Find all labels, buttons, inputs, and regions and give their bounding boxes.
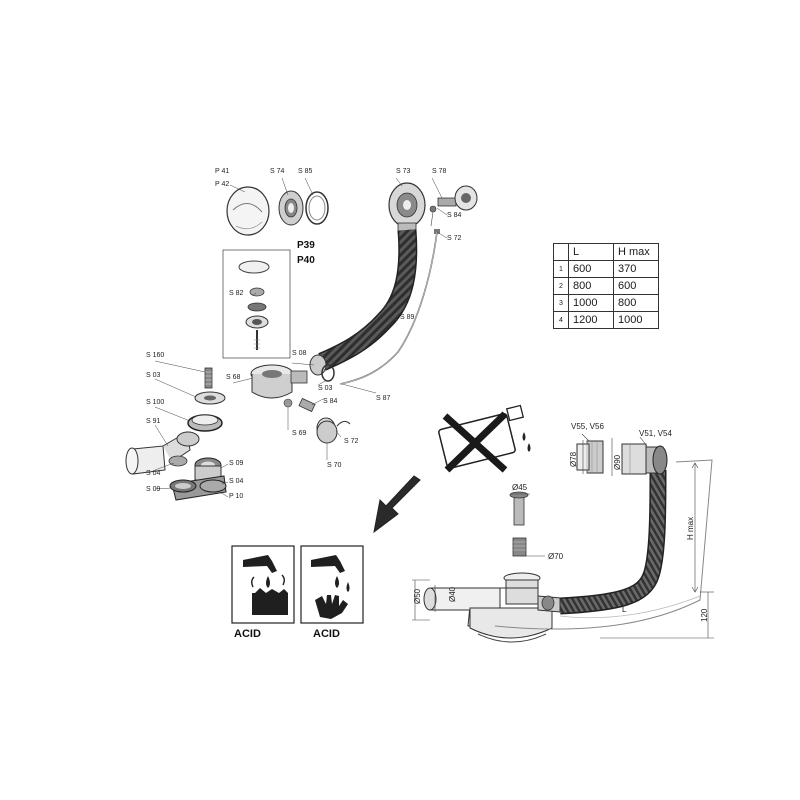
table-header-cell: H max [613,243,659,261]
plug-assembly [238,260,270,350]
elbow-pipe-part [125,431,200,475]
label-s82: S 82 [229,290,244,297]
label-v55-v56: V55, V56 [571,422,604,431]
cable-connector-part [429,185,478,213]
table-header-cell: L [568,243,614,261]
label-s08: S 08 [292,350,307,357]
acid-surface-icon [243,555,288,615]
table-cell: 1000 [568,294,614,312]
label-s91: S 91 [146,418,161,425]
label-d40: Ø40 [448,586,457,602]
label-d50: Ø50 [413,588,422,604]
no-chemicals-icon [438,404,531,473]
label-s78: S 78 [432,168,447,175]
table-cell: 600 [613,277,659,295]
label-s84-top: S 84 [447,212,462,219]
label-120: 120 [700,608,709,622]
table-cell: 3 [553,294,569,312]
label-l: L [622,605,627,614]
table-row: 1 600 370 [553,260,659,278]
label-s73: S 73 [396,168,411,175]
overflow-head-part [388,182,426,234]
rosette-part [278,190,304,226]
dimension-lines [412,433,714,639]
label-d90: Ø90 [613,454,622,470]
installed-overflow-hose [559,469,667,615]
label-v51-v54: V51, V54 [639,429,672,438]
label-s72-mid: S 72 [344,438,359,445]
table-cell: 4 [553,311,569,329]
label-s84-mid: S 84 [323,398,338,405]
down-left-arrow-icon [373,475,421,534]
label-s85: S 85 [298,168,313,175]
label-p42: P 42 [215,181,230,188]
overflow-cap-part [226,186,270,236]
label-p41: P 41 [215,168,230,175]
installed-overflow-head [621,443,668,475]
siphon-trap-part [169,457,227,501]
installed-waste [423,491,561,643]
label-s04-right: S 04 [229,478,244,485]
label-s68: S 68 [226,374,241,381]
label-d78: Ø78 [569,451,578,467]
table-cell: 800 [613,294,659,312]
label-s09-right: S 09 [229,460,244,467]
label-s70: S 70 [327,462,342,469]
table-row: 2 800 600 [553,277,659,295]
label-s03-mid: S 03 [318,385,333,392]
acid-label-right: ACID [313,628,340,640]
seal-ring-part [305,191,329,225]
table-row: 4 1200 1000 [553,311,659,329]
label-d45: Ø45 [512,483,528,492]
size-table-header: L H max [553,243,659,261]
label-s09-left: S 09 [146,486,161,493]
label-s160: S 160 [146,352,165,359]
label-d70: Ø70 [548,552,564,561]
table-cell: 800 [568,277,614,295]
table-cell: 1000 [613,311,659,329]
label-s87: S 87 [376,395,391,402]
label-s03-left: S 03 [146,372,161,379]
table-cell: 600 [568,260,614,278]
table-cell: 370 [613,260,659,278]
overflow-hose [318,229,418,371]
acid-label-left: ACID [234,628,261,640]
table-cell: 2 [553,277,569,295]
table-header-cell [553,243,569,261]
label-p39: P39 [297,240,315,251]
label-s69: S 69 [292,430,307,437]
overflow-variant-head [576,440,604,474]
label-s72-top: S 72 [447,235,462,242]
label-h-max: H max [686,516,695,540]
waste-ring-part [187,414,223,432]
label-s89: S 89 [400,314,415,321]
label-s04-left: S 04 [146,470,161,477]
screw-part [204,367,213,389]
size-table: L H max 1 600 370 2 800 600 3 1000 800 4… [553,243,659,329]
label-p10: P 10 [229,493,244,500]
table-cell: 1 [553,260,569,278]
bathtub-outline [494,459,713,630]
table-row: 3 1000 800 [553,294,659,312]
trap-body-part [250,364,308,399]
acid-hand-icon [311,555,350,619]
leader-lines [154,177,448,498]
table-cell: 1200 [568,311,614,329]
label-s100: S 100 [146,399,165,406]
label-s74: S 74 [270,168,285,175]
label-p40: P40 [297,255,315,266]
